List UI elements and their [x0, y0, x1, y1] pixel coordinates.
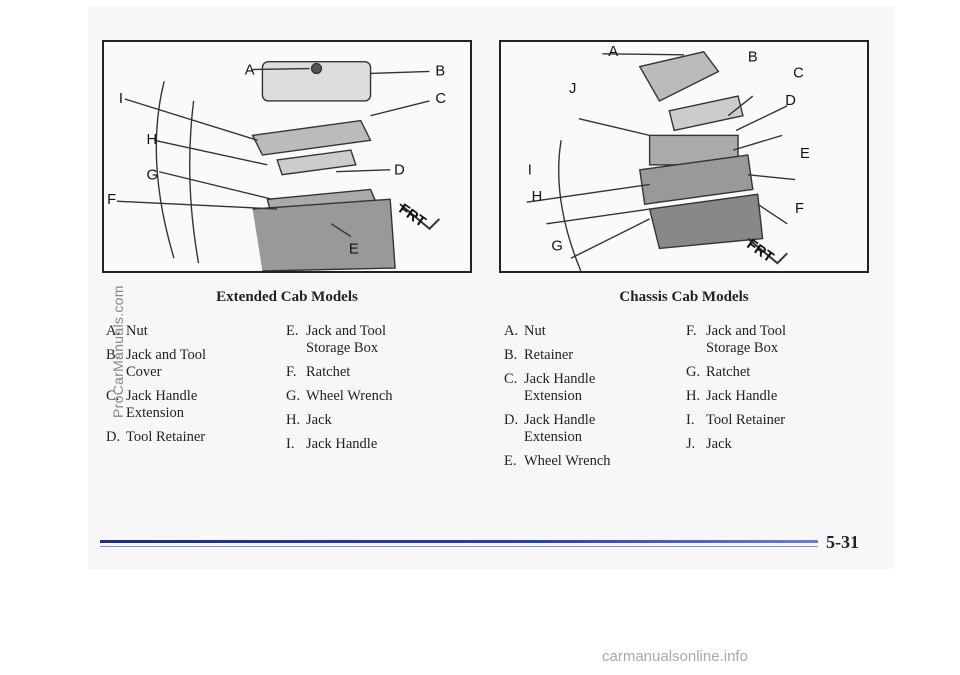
list-item: H.Jack Handle — [686, 388, 778, 404]
fig-label-f: F — [107, 192, 116, 208]
chassis-cab-illustration: A B C D E F G H I J FRT — [526, 44, 810, 271]
fig-label-b: B — [748, 50, 758, 66]
front-arrow-label: FRT — [744, 237, 777, 267]
list-item: J.Jack — [686, 436, 732, 452]
list-item: D.Tool Retainer — [106, 429, 206, 445]
list-item: I.Tool Retainer — [686, 412, 786, 428]
side-watermark: ProCarManuals.com — [110, 285, 126, 418]
list-item: A.Nut — [106, 323, 148, 339]
chassis-cab-figure: A B C D E F G H I J FRT — [499, 40, 869, 273]
list-item: C.Jack Handle Extension — [106, 388, 198, 421]
fig-label-i: I — [119, 91, 123, 107]
fig-label-h: H — [146, 132, 157, 148]
list-item: H.Jack — [286, 412, 332, 428]
list-item: E.Wheel Wrench — [504, 453, 611, 469]
list-item: F.Jack and Tool Storage Box — [686, 323, 787, 356]
list-item: A.Nut — [504, 323, 546, 339]
list-item: I.Jack Handle — [286, 436, 378, 452]
fig-label-h: H — [532, 189, 543, 205]
chassis-cab-caption: Chassis Cab Models — [619, 289, 749, 305]
fig-label-d: D — [394, 163, 405, 179]
fig-label-b: B — [435, 63, 445, 79]
list-item: G.Ratchet — [686, 364, 751, 380]
fig-label-j: J — [569, 81, 576, 97]
list-item: E.Jack and Tool Storage Box — [286, 323, 387, 356]
chassis-cab-legend-col2: F.Jack and Tool Storage Box G.Ratchet H.… — [686, 323, 836, 460]
fig-label-f: F — [795, 201, 804, 217]
fig-label-d: D — [785, 93, 796, 109]
list-item: D.Jack Handle Extension — [504, 412, 596, 445]
list-item: F.Ratchet — [286, 364, 351, 380]
extended-cab-legend-col1: A.Nut B.Jack and Tool Cover C.Jack Handl… — [106, 323, 256, 453]
extended-cab-illustration: A B C D E F G H I FRT — [107, 60, 446, 271]
fig-label-a: A — [245, 62, 255, 78]
fig-label-a: A — [608, 44, 618, 60]
list-item: C.Jack Handle Extension — [504, 371, 596, 404]
list-item: B.Retainer — [504, 347, 574, 363]
fig-label-e: E — [800, 146, 810, 162]
extended-cab-legend-col2: E.Jack and Tool Storage Box F.Ratchet G.… — [286, 323, 436, 460]
front-arrow-label: FRT — [396, 201, 429, 231]
fig-label-c: C — [435, 91, 446, 107]
chassis-cab-legend-col1: A.Nut B.Retainer C.Jack Handle Extension… — [504, 323, 654, 477]
footer-site-watermark: carmanualsonline.info — [602, 648, 748, 665]
fig-label-i: I — [528, 163, 532, 179]
list-item: G.Wheel Wrench — [286, 388, 393, 404]
page-number: 5-31 — [826, 532, 859, 552]
fig-label-g: G — [146, 168, 157, 184]
fig-label-g: G — [551, 238, 562, 254]
fig-label-e: E — [349, 241, 359, 257]
list-item: B.Jack and Tool Cover — [106, 347, 207, 380]
footer-rule-thin — [100, 546, 818, 547]
extended-cab-figure: A B C D E F G H I FRT — [102, 40, 472, 273]
extended-cab-caption: Extended Cab Models — [216, 289, 358, 305]
fig-label-c: C — [793, 65, 804, 81]
footer-rule — [100, 540, 818, 543]
